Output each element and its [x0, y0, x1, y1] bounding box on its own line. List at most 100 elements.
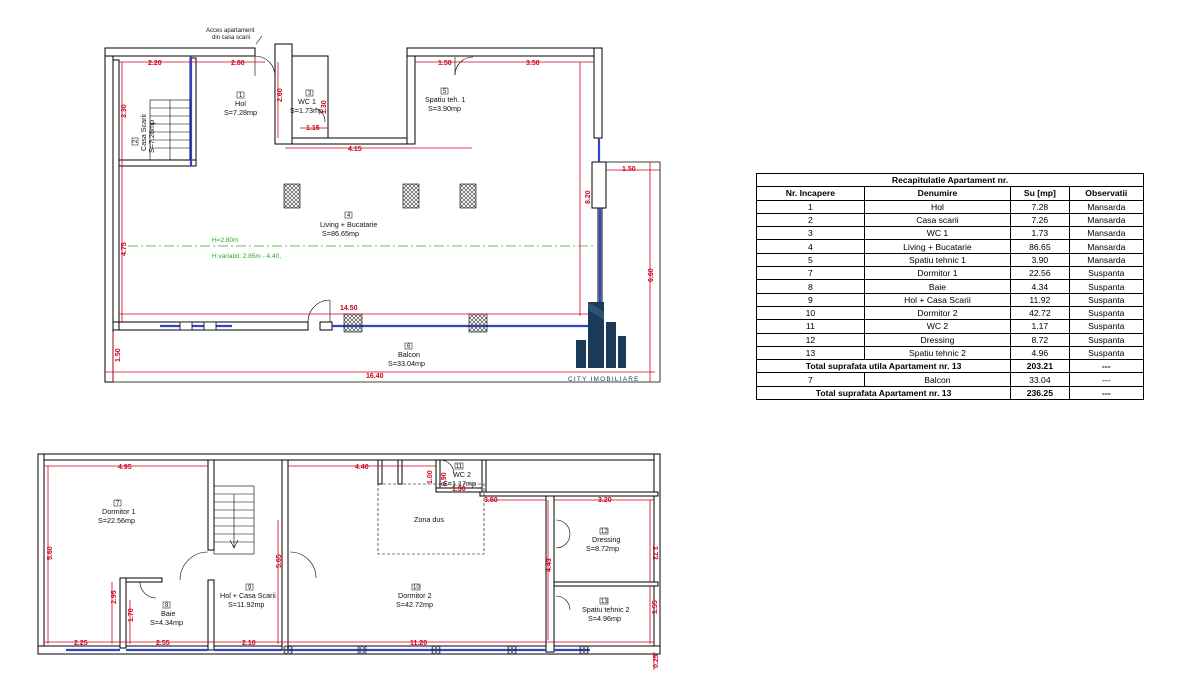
dim-label: 4.15	[348, 146, 362, 153]
dim-label: 2.72	[651, 546, 658, 560]
table-cell: 86.65	[1010, 239, 1070, 254]
room-name-casa-scarii: Casa Scarii	[139, 114, 148, 151]
room-area-living: S=86.65mp	[322, 229, 359, 238]
table-cell: 12	[756, 332, 865, 347]
dim-label: 5.60	[47, 546, 54, 560]
lower-floor-plan: 4.95 4.40 1.00 0.90 1.30 3.50 3.20 2.72 …	[37, 453, 661, 670]
upper-floor-plan: Acces apartament din casa scarii 2.20 2.…	[104, 28, 661, 383]
room-area-spatiu2: S=4.96mp	[588, 614, 621, 623]
room-area-baie: S=4.34mp	[150, 618, 183, 627]
dim-label: 5.65	[276, 554, 283, 568]
table-cell: 3	[756, 226, 865, 241]
room-number: 2	[133, 139, 139, 143]
table-cell: 7	[756, 266, 865, 281]
variable-height-note: H variabil: 2.85m - 4.40,	[212, 253, 281, 260]
table-cell: 11.92	[1010, 292, 1070, 307]
table-cell: Dormitor 2	[863, 305, 1012, 321]
dim-label: 0.25	[653, 654, 660, 668]
room-area-hol: S=7.28mp	[224, 108, 257, 117]
table-cell: Suspanta	[1068, 319, 1145, 334]
balcon-row: 7 Balcon 33.04 ---	[756, 372, 1145, 387]
table-cell: 7.28	[1010, 199, 1070, 214]
room-name-wc2: WC 2	[453, 470, 471, 479]
table-cell: 8	[756, 279, 865, 294]
room-area-casa-scarii: S=7.26mp	[147, 120, 156, 153]
room-number: 1	[239, 93, 243, 99]
table-cell: Mansarda	[1068, 212, 1145, 228]
table-cell: Suspanta	[1068, 292, 1145, 307]
room-number: 5	[443, 89, 447, 95]
room-number: 13	[601, 599, 608, 605]
room-name-hol: Hol	[235, 99, 246, 108]
dim-label: 3.50	[526, 60, 540, 67]
dim-label: 1.00	[427, 470, 434, 484]
dim-label: 11.20	[410, 640, 427, 647]
room-area-spatiu1: S=3.90mp	[428, 104, 461, 113]
height-note: H=2.80m	[212, 237, 239, 244]
dim-label: 6.60	[648, 268, 655, 282]
room-number: 9	[248, 585, 252, 591]
table-cell: WC 1	[863, 226, 1012, 241]
table-cell: Dressing	[863, 332, 1012, 347]
table-cell: 1	[756, 199, 865, 214]
room-number: 12	[601, 529, 608, 535]
table-cell: Suspanta	[1068, 332, 1145, 347]
room-number: 8	[165, 603, 169, 609]
table-cell: Baie	[863, 279, 1012, 294]
table-cell: 3.90	[1010, 252, 1070, 268]
table-cell: 1.73	[1010, 226, 1070, 241]
room-name-dressing: Dressing	[592, 535, 620, 544]
table-cell: 7.26	[1010, 212, 1070, 228]
room-name-living: Living + Bucatarie	[320, 220, 377, 229]
table-cell: Hol + Casa Scarii	[863, 292, 1012, 307]
room-name-baie: Baie	[161, 609, 175, 618]
dim-label: 4.75	[121, 242, 128, 256]
dim-label: 3.30	[121, 104, 128, 118]
table-cell: Suspanta	[1068, 345, 1145, 361]
dim-label: 2.95	[111, 590, 118, 604]
table-cell: 4.34	[1010, 279, 1070, 294]
table-cell: 10	[756, 305, 865, 321]
total-row: Total suprafata Apartament nr. 13 236.25…	[755, 385, 1145, 401]
table-cell: 9	[756, 292, 865, 307]
dim-label: 14.50	[340, 305, 358, 312]
dim-label: 3.20	[598, 497, 612, 504]
dim-label: 8.20	[585, 190, 592, 204]
total-value: 236.25	[1010, 385, 1070, 401]
dim-label: 1.50	[115, 348, 122, 362]
table-cell: 2	[756, 212, 865, 228]
table-cell: Mansarda	[1068, 199, 1145, 214]
recap-table: Recapitulatie Apartament nr. Nr. Incaper…	[755, 172, 1145, 401]
table-cell: 22.56	[1010, 266, 1070, 281]
logo-text: CITY IMOBILIARE	[568, 376, 640, 383]
table-cell: Spatiu tehnic 1	[863, 252, 1012, 268]
table-cell: Dormitor 1	[863, 266, 1012, 281]
dim-label: 2.80	[231, 60, 245, 67]
recap-title: Recapitulatie Apartament nr.	[756, 172, 1144, 188]
dim-label: 2.20	[148, 60, 162, 67]
room-number: 10	[413, 585, 420, 591]
dim-label: 3.50	[484, 497, 498, 504]
room-name-spatiu1: Spatiu teh. 1	[425, 95, 465, 104]
zona-dus-label: Zona dus	[414, 515, 444, 524]
room-area-balcon: S=33.04mp	[388, 359, 425, 368]
dim-label: 1.30	[321, 100, 328, 114]
table-cell: Living + Bucatarie	[863, 239, 1012, 254]
dim-label: 4.40	[355, 464, 369, 471]
table-cell: 11	[756, 319, 865, 334]
table-cell: 4	[756, 239, 865, 254]
total-util-value: 203.21	[1010, 359, 1070, 374]
table-cell: Casa scarii	[863, 212, 1012, 228]
table-cell: Hol	[863, 199, 1012, 214]
dim-label: 4.95	[118, 464, 132, 471]
